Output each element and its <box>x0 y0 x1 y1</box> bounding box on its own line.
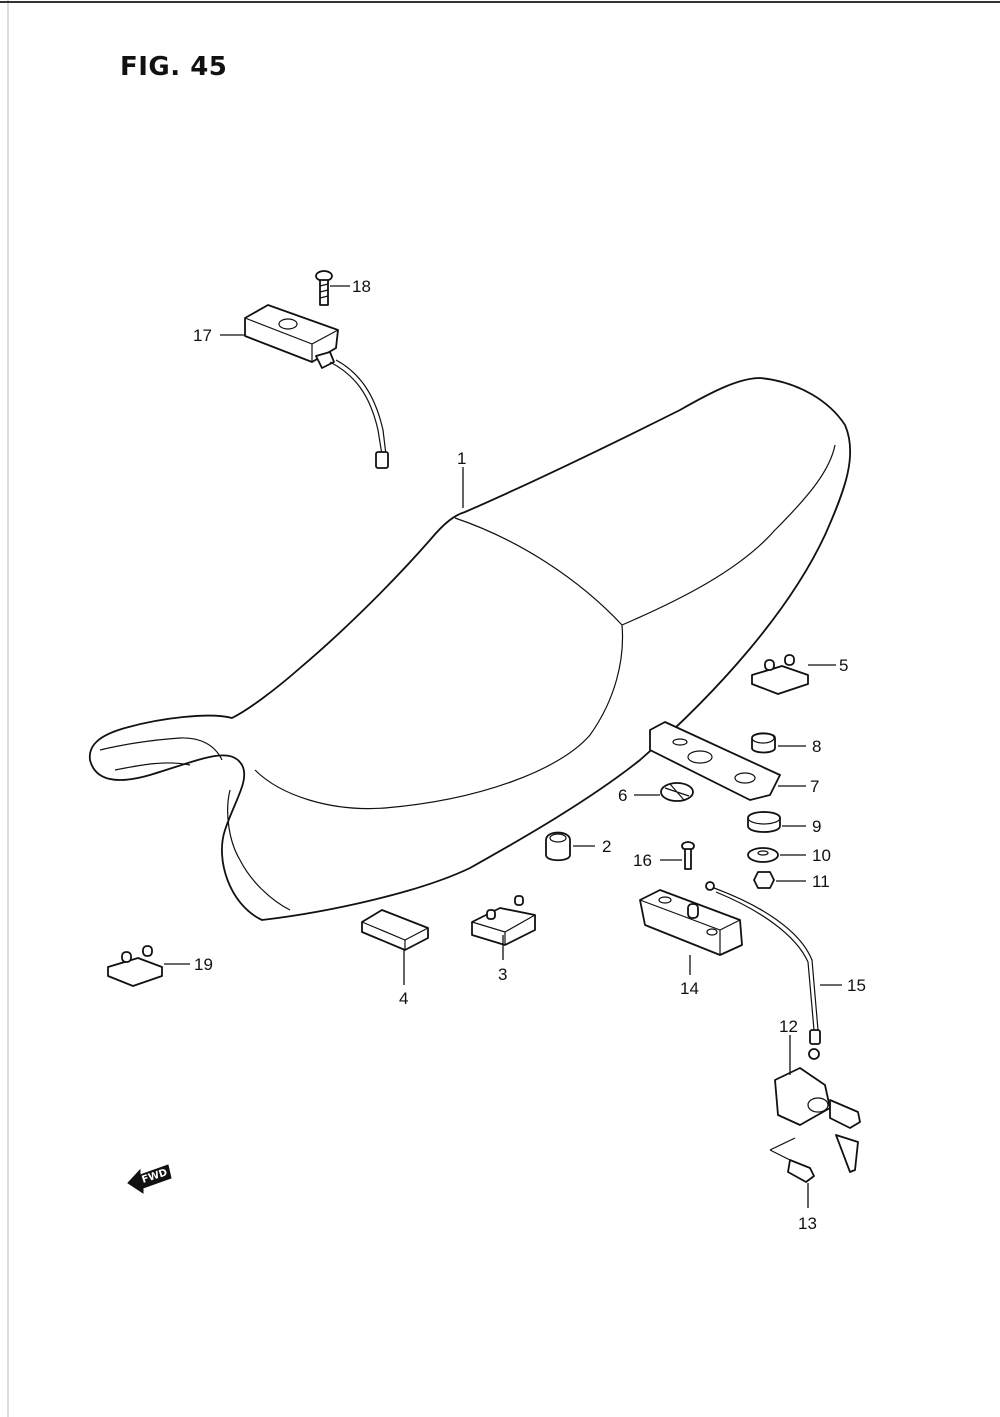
figure-title: FIG. 45 <box>120 52 228 82</box>
callout-16: 16 <box>633 851 652 870</box>
callout-7: 7 <box>810 777 819 796</box>
lock-screw <box>769 1137 815 1183</box>
callout-8: 8 <box>812 737 821 756</box>
grommet <box>751 732 776 754</box>
callout-9: 9 <box>812 817 821 836</box>
seat-lock-plate <box>639 889 743 956</box>
callout-1: 1 <box>457 449 466 468</box>
callout-14: 14 <box>680 979 699 998</box>
cushion <box>660 782 694 802</box>
callout-19: 19 <box>194 955 213 974</box>
pad <box>361 909 429 951</box>
helmet-holder <box>244 304 389 469</box>
callout-17: 17 <box>193 326 212 345</box>
washer <box>747 847 779 863</box>
fwd-arrow-icon: FWD <box>127 1164 172 1194</box>
seat-lock-assy <box>774 1067 861 1173</box>
callout-12: 12 <box>779 1017 798 1036</box>
bolt <box>681 841 695 870</box>
nut <box>753 871 775 889</box>
callout-labels: 1 2 3 4 5 6 7 8 9 10 11 12 13 14 15 16 1… <box>193 277 866 1233</box>
callout-13: 13 <box>798 1214 817 1233</box>
seat-bracket <box>649 721 781 801</box>
leader-lines <box>164 285 842 1208</box>
clamp <box>751 654 809 695</box>
callout-5: 5 <box>839 656 848 675</box>
seat <box>89 377 852 921</box>
seat-lock-cable <box>705 881 821 1060</box>
rubber-stopper <box>545 831 571 862</box>
callout-6: 6 <box>618 786 627 805</box>
callout-3: 3 <box>498 965 507 984</box>
clamp-b <box>107 945 163 987</box>
callout-11: 11 <box>812 872 830 891</box>
damper <box>471 895 536 946</box>
callout-18: 18 <box>352 277 371 296</box>
screw <box>315 270 333 306</box>
callout-4: 4 <box>399 989 408 1008</box>
callout-15: 15 <box>847 976 866 995</box>
bush <box>747 811 781 833</box>
callout-2: 2 <box>602 837 611 856</box>
callout-10: 10 <box>812 846 831 865</box>
